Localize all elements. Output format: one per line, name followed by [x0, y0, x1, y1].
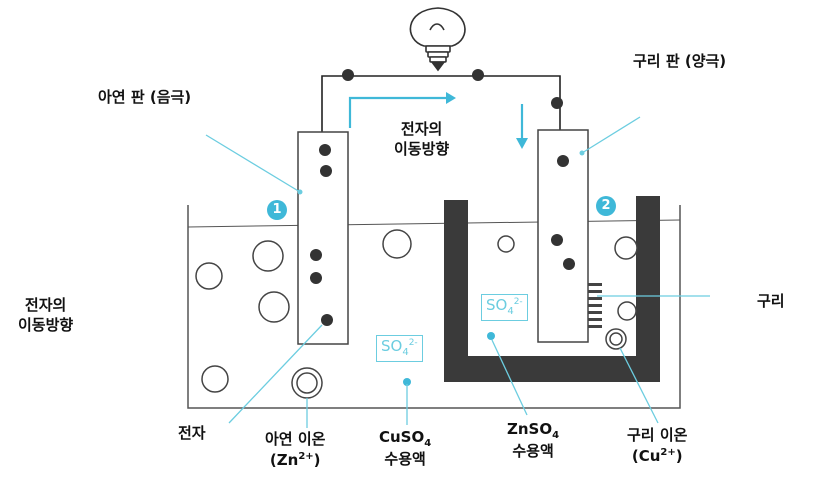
marker-two: 2	[596, 196, 616, 216]
label-electron-flow-top: 전자의 이동방향	[394, 120, 450, 158]
ion-circle	[382, 229, 412, 259]
label-zinc-plate: 아연 판 (음극)	[98, 88, 192, 106]
copper-deposit	[588, 283, 602, 328]
solution-surface	[187, 219, 681, 228]
electron-dot	[310, 272, 322, 284]
ion-circle	[614, 236, 638, 260]
pointer-zinc-plate	[205, 134, 301, 193]
light-bulb-icon	[409, 7, 466, 72]
ion-circle	[252, 240, 284, 272]
electron-dot	[319, 144, 331, 156]
beaker	[187, 205, 681, 409]
label-znso4-solution: ZnSO4 수용액	[507, 420, 560, 460]
ion-circle	[201, 365, 229, 393]
ions	[195, 229, 638, 399]
porous-container	[444, 196, 660, 382]
label-electron: 전자	[178, 424, 206, 442]
ion-circle	[617, 301, 637, 321]
electron-dot	[320, 165, 332, 177]
electron-flow-arrows	[348, 92, 528, 149]
label-electron-flow-left: 전자의 이동방향	[18, 296, 74, 334]
label-copper-ion: 구리 이온 (Cu2+)	[627, 426, 688, 465]
electrons	[310, 144, 575, 326]
copper-ion-inner	[609, 332, 623, 346]
sulfate-ion-box-right: SO42-	[481, 294, 528, 321]
solution-dots	[403, 332, 495, 386]
zinc-plate	[297, 131, 349, 345]
wire-junction	[551, 97, 563, 109]
pointer-endpoints	[297, 150, 585, 195]
electron-dot	[310, 249, 322, 261]
electron-dot	[551, 234, 563, 246]
electron-dot	[563, 258, 575, 270]
wire-junction	[342, 69, 354, 81]
pointer-electron	[228, 324, 323, 424]
electron-flow-arrow-right	[348, 96, 448, 128]
sulfate-ion-box-left: SO42-	[376, 335, 423, 362]
label-zinc-ion: 아연 이온 (Zn2+)	[265, 430, 326, 469]
label-cuso4-solution: CuSO4 수용액	[379, 428, 432, 468]
label-copper: 구리	[757, 292, 785, 310]
pointer-lines	[205, 116, 710, 428]
ion-circle	[258, 291, 290, 323]
pointer-copper-plate	[581, 116, 641, 154]
electron-dot	[557, 155, 569, 167]
wire-junctions	[342, 69, 563, 109]
pointer-copper-ion	[619, 347, 659, 424]
ion-circle	[195, 262, 223, 290]
electron-dot	[321, 314, 333, 326]
zinc-ion-inner	[296, 372, 318, 394]
marker-one: 1	[267, 200, 287, 220]
pointer-znso4	[491, 339, 528, 416]
wire-junction	[472, 69, 484, 81]
ion-circle	[497, 235, 515, 253]
label-copper-plate: 구리 판 (양극)	[633, 52, 727, 70]
